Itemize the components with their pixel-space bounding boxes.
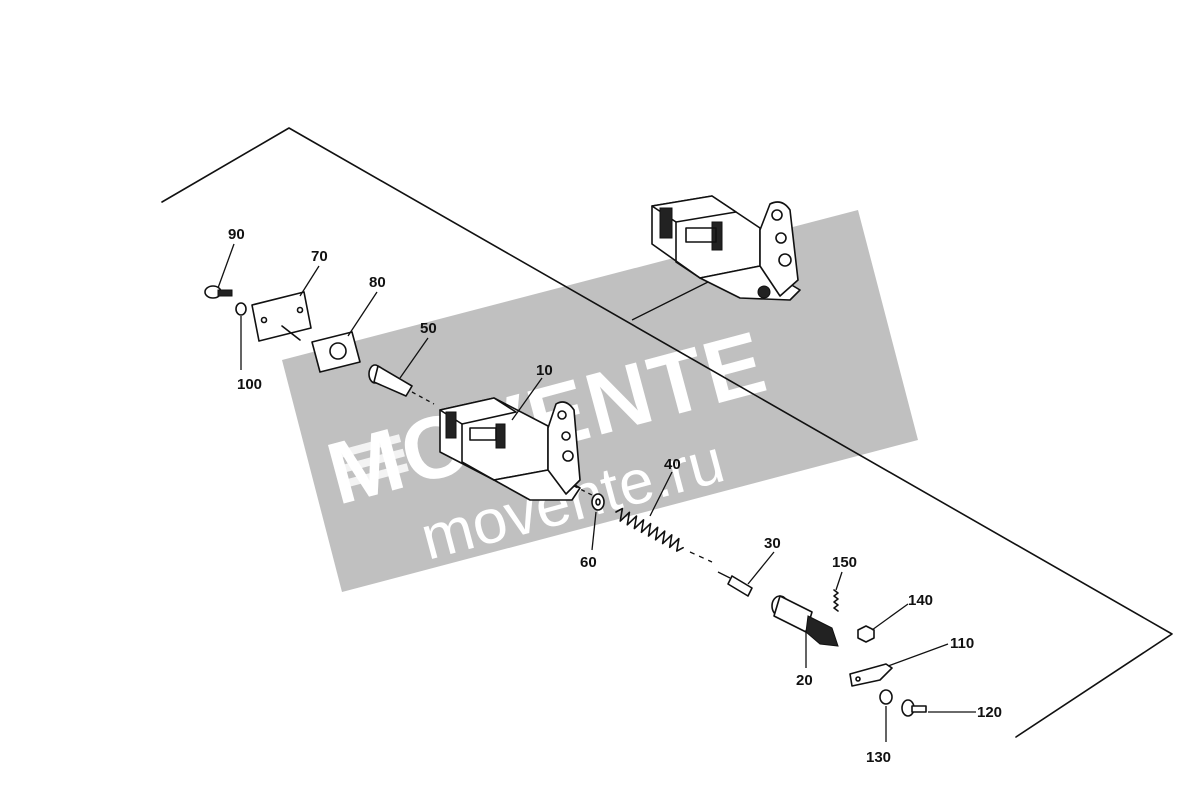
- part-label-110: 110: [950, 635, 974, 652]
- spring-40-icon: [615, 507, 713, 563]
- assembly-reference-line: [631, 279, 713, 321]
- valve-body-10-icon: [439, 397, 595, 501]
- part-label-140: 140: [908, 592, 933, 609]
- nut-140-icon: [857, 625, 875, 643]
- part-labels: 90 70 80 100 50 10 40 60 30 150 140 110 …: [228, 226, 1002, 766]
- part-label-10: 10: [536, 362, 553, 379]
- pin-30-icon: [717, 571, 753, 597]
- part-label-30: 30: [764, 535, 781, 552]
- gasket-80-icon: [311, 331, 361, 373]
- bracket-110-icon: [849, 663, 893, 687]
- part-label-130: 130: [866, 749, 891, 766]
- washer-60-icon: [591, 493, 605, 511]
- part-label-120: 120: [977, 704, 1002, 721]
- washer-100-icon: [235, 302, 247, 316]
- screw-120-icon: [901, 699, 927, 717]
- spring-150-icon: [833, 589, 839, 612]
- solenoid-20-icon: [771, 595, 839, 647]
- part-label-20: 20: [796, 672, 813, 689]
- cover-plate-70-icon: [251, 291, 312, 342]
- part-label-150: 150: [832, 554, 857, 571]
- leader-lines: [217, 243, 976, 742]
- part-label-50: 50: [420, 320, 437, 337]
- diagram-frame-line: [161, 127, 1173, 738]
- watermark: MOVENTE movente.ru: [282, 210, 918, 592]
- assembled-valve-housing: [651, 195, 801, 301]
- part-label-90: 90: [228, 226, 245, 243]
- watermark-band: [282, 210, 918, 592]
- screw-90-icon: [204, 285, 233, 299]
- part-label-70: 70: [311, 248, 328, 265]
- part-label-60: 60: [580, 554, 597, 571]
- washer-130-icon: [879, 689, 893, 705]
- watermark-logo-icon: [331, 434, 409, 490]
- part-label-40: 40: [664, 456, 681, 473]
- part-label-100: 100: [237, 376, 262, 393]
- shaft-50-icon: [368, 364, 435, 405]
- part-label-80: 80: [369, 274, 386, 291]
